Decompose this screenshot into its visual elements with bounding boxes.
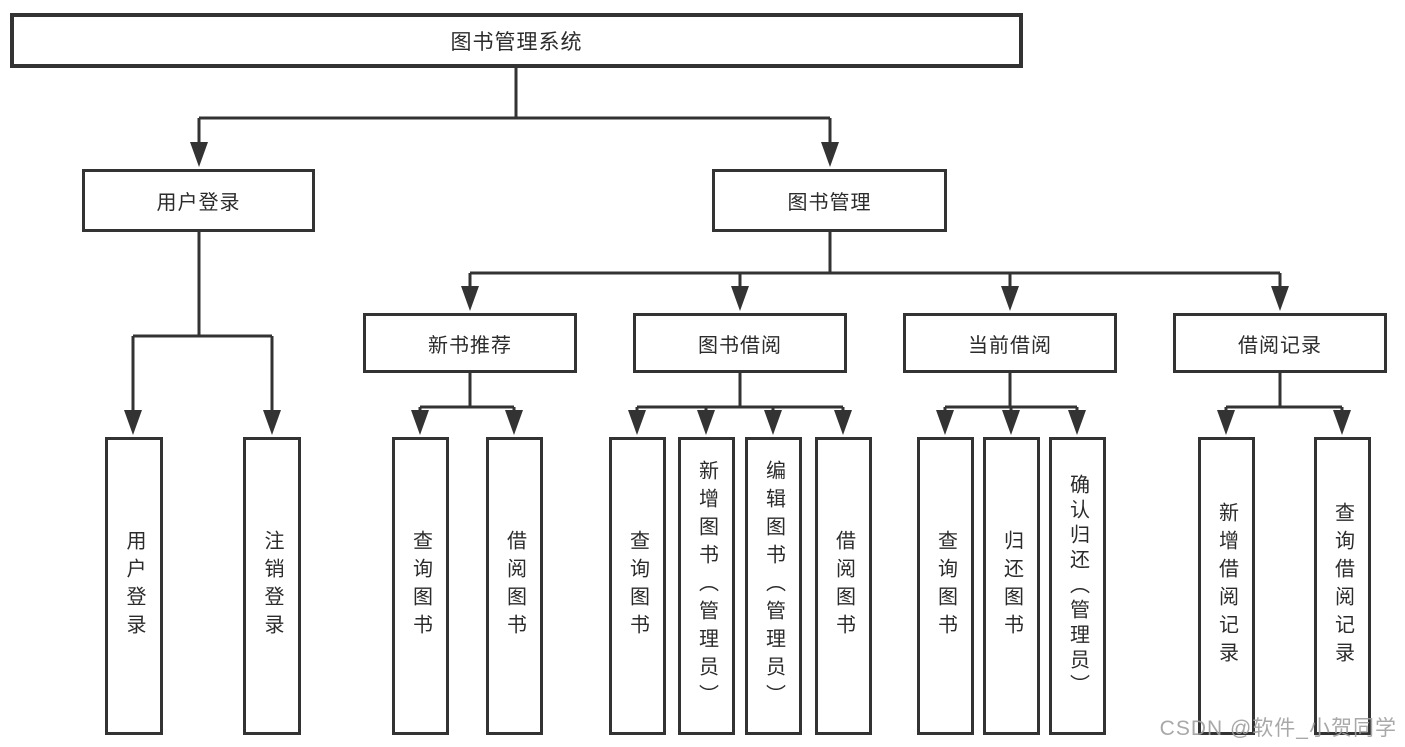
node-book-borrowing: 图书借阅 — [633, 313, 847, 373]
leaf-label: 注销登录 — [261, 530, 283, 642]
leaf-label: 借阅图书 — [832, 530, 855, 642]
leaf-label: 查询图书 — [409, 530, 432, 642]
leaf-return-books: 归还图书 — [983, 437, 1040, 735]
leaf-query-borrow-record: 查询借阅记录 — [1314, 437, 1371, 735]
leaf-query-books-recommend: 查询图书 — [392, 437, 449, 735]
node-user-login: 用户登录 — [82, 169, 315, 232]
leaf-user-login: 用户登录 — [105, 437, 163, 735]
leaf-label: 查询借阅记录 — [1331, 502, 1354, 670]
node-current-borrowing: 当前借阅 — [903, 313, 1117, 373]
leaf-label: 查询图书 — [934, 530, 957, 642]
leaf-add-borrow-record: 新增借阅记录 — [1198, 437, 1255, 735]
node-book-management: 图书管理 — [712, 169, 947, 232]
leaf-label: 用户登录 — [123, 530, 145, 642]
leaf-logout: 注销登录 — [243, 437, 301, 735]
csdn-watermark: CSDN @软件_小贺同学 — [1159, 717, 1397, 740]
leaf-label: 借阅图书 — [503, 530, 526, 642]
leaf-label: 确认归还（管理员） — [1066, 473, 1089, 699]
node-library-management-system: 图书管理系统 — [10, 13, 1023, 68]
leaf-query-books-borrow: 查询图书 — [609, 437, 666, 735]
leaf-label: 新增借阅记录 — [1215, 502, 1238, 670]
node-borrowing-records: 借阅记录 — [1173, 313, 1387, 373]
leaf-borrow-books-recommend: 借阅图书 — [486, 437, 543, 735]
leaf-edit-books-admin: 编辑图书（管理员） — [745, 437, 802, 735]
leaf-borrow-books: 借阅图书 — [815, 437, 872, 735]
leaf-label: 查询图书 — [626, 530, 649, 642]
leaf-label: 编辑图书（管理员） — [762, 460, 785, 712]
leaf-add-books-admin: 新增图书（管理员） — [678, 437, 735, 735]
node-new-book-recommendation: 新书推荐 — [363, 313, 577, 373]
leaf-label: 归还图书 — [1000, 530, 1023, 642]
arrowheads — [124, 142, 1351, 435]
leaf-confirm-return-admin: 确认归还（管理员） — [1049, 437, 1106, 735]
leaf-label: 新增图书（管理员） — [695, 460, 718, 712]
leaf-query-books-current: 查询图书 — [917, 437, 974, 735]
